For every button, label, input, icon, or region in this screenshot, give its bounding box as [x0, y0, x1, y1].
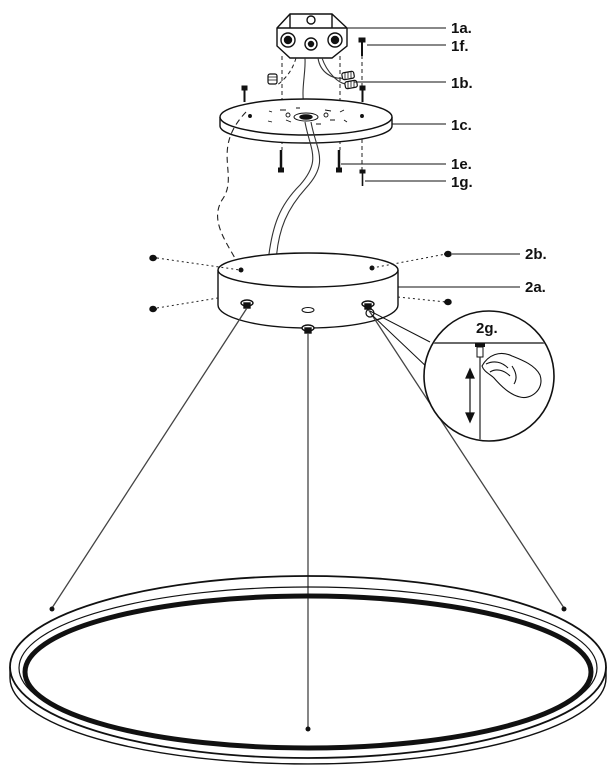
mounting-plate: [219, 98, 393, 144]
junction-box: [276, 13, 348, 59]
label-1a: 1a.: [451, 20, 472, 37]
set-screw-icon: [149, 305, 157, 313]
wire-connector-icon: [267, 73, 278, 85]
label-1f: 1f.: [451, 38, 469, 55]
led-ring: [9, 575, 607, 765]
label-1e: 1e.: [451, 156, 472, 173]
screw-icon: [358, 37, 366, 56]
wire-connectors: [267, 70, 358, 90]
label-2g: 2g.: [476, 320, 498, 337]
double-arrow-icon: [465, 367, 475, 424]
label-2a: 2a.: [525, 279, 546, 296]
label-1g: 1g.: [451, 174, 473, 191]
detail-callout-2g: [365, 308, 555, 442]
screw-icon: [359, 85, 366, 102]
canopy: [217, 252, 399, 334]
screw-icon: [336, 150, 342, 173]
screw-icon: [278, 150, 284, 173]
screw-icon: [241, 85, 248, 102]
label-1b: 1b.: [451, 75, 473, 92]
hand-icon: [481, 352, 542, 399]
set-screw-icon: [444, 298, 452, 306]
screw-icon: [359, 169, 366, 186]
suspension-cables: [51, 307, 565, 728]
set-screw-icon: [149, 254, 157, 262]
label-2b: 2b.: [525, 246, 547, 263]
cable-gripper-icon: [301, 324, 315, 334]
mounting-screws-bottom: [278, 150, 366, 186]
label-leader-lines: [341, 27, 520, 288]
label-1c: 1c.: [451, 117, 472, 134]
set-screw-icon: [444, 250, 452, 258]
mounting-screws-top: [241, 37, 366, 102]
ground-wire-dashed: [217, 111, 247, 261]
cable-gripper-icon: [240, 299, 254, 309]
ring-cable-clamps: [49, 606, 567, 732]
set-screws: [149, 250, 452, 313]
power-cord: [267, 121, 321, 263]
wire-connector-icon: [341, 70, 355, 81]
wire-connector-icon: [344, 79, 358, 90]
